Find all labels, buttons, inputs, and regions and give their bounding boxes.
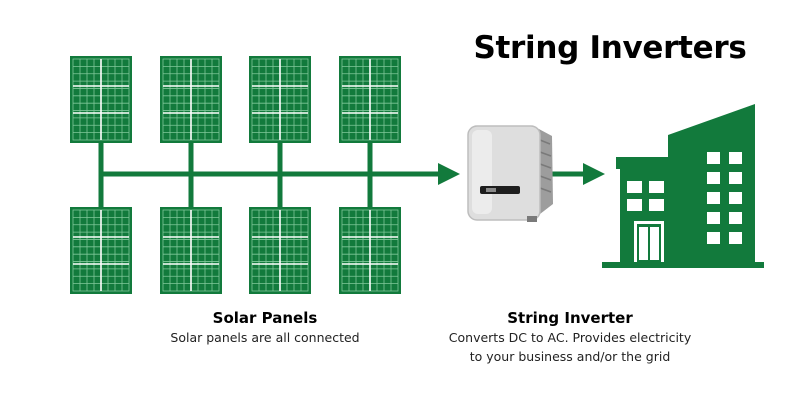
panel-wiring [98,143,440,207]
building-window [707,152,720,164]
flow-arrows [438,163,605,185]
inverter-connector [527,216,537,222]
building-door-pane-left [639,227,648,260]
inverter-fin-lines [539,139,552,193]
solar-panel-cells [341,209,399,292]
building-window [707,192,720,204]
building-roof-slant [668,104,755,135]
inverter-display-window [486,188,496,192]
building-windows [627,152,742,244]
solar-panel-icon [339,207,401,294]
solar-panel-array [70,56,401,294]
building-window [707,232,720,244]
solar-panel-icon [70,207,132,294]
building-window [729,192,742,204]
string-inverter-description-line2: to your business and/or the grid [469,349,671,364]
solar-panel-icon [249,56,311,143]
solar-panel-icon [160,56,222,143]
arrow-right-icon [583,163,605,185]
solar-panel-icon [70,56,132,143]
solar-panel-icon [249,207,311,294]
solar-panel-cells [341,58,399,141]
building-window [707,172,720,184]
building-base [602,262,764,268]
building-window [627,199,642,211]
solar-panel-cells [251,58,309,141]
solar-panel-cells [72,209,130,292]
inverter-highlight [472,130,492,214]
solar-panels-heading: Solar Panels [212,309,318,327]
solar-panel-cells [251,209,309,292]
solar-panels-description: Solar panels are all connected [170,330,360,345]
building-front-top [616,157,670,169]
building-window [649,199,664,211]
building-window [649,181,664,193]
page-title: String Inverters [473,30,747,66]
building-window [707,212,720,224]
building-window [729,232,742,244]
string-inverter-description-line1: Converts DC to AC. Provides electricity [448,330,692,345]
string-inverter-icon [467,125,553,222]
building-icon [602,104,764,268]
building-window [729,172,742,184]
building-window [729,152,742,164]
building-window [729,212,742,224]
solar-panel-icon [339,56,401,143]
arrow-right-icon [438,163,460,185]
string-inverter-caption: String Inverter Converts DC to AC. Provi… [425,308,715,366]
solar-panel-cells [162,58,220,141]
building-door-pane-right [650,227,659,260]
solar-panel-cells [72,58,130,141]
building-window [627,181,642,193]
solar-panel-cells [162,209,220,292]
inverter-side-fins [537,128,553,214]
solar-panel-icon [160,207,222,294]
string-inverter-heading: String Inverter [507,309,633,327]
solar-panels-caption: Solar Panels Solar panels are all connec… [115,308,415,347]
